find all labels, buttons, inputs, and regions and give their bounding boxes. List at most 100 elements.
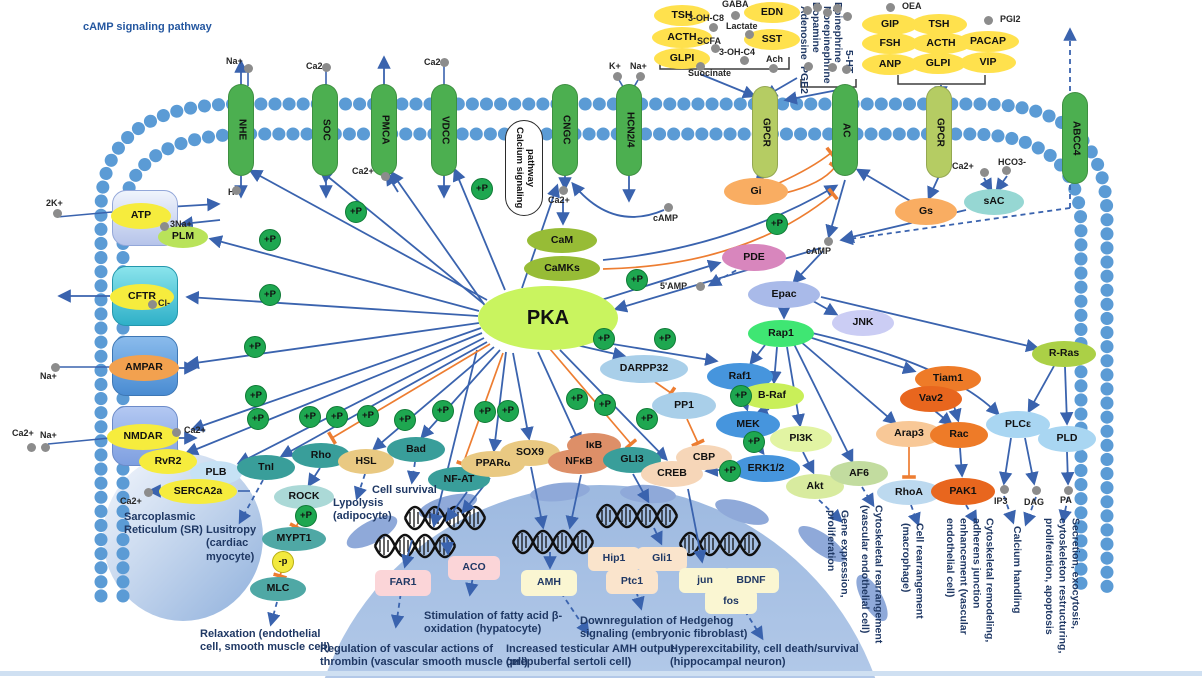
label-ion-ca-cyto: Ca2+ <box>184 425 206 435</box>
node-pp1[interactable]: PP1 <box>652 392 716 419</box>
label-lusitropy: Lusitropy (cardiac myocyte) <box>206 524 257 563</box>
node-vip[interactable]: VIP <box>960 52 1016 73</box>
node-jun[interactable]: jun <box>679 568 731 593</box>
node-cam[interactable]: CaM <box>527 228 597 253</box>
node-bdnf[interactable]: BDNF <box>723 568 779 593</box>
node-akt[interactable]: Akt <box>786 474 844 499</box>
node-rac[interactable]: Rac <box>930 422 988 448</box>
node-tni[interactable]: TnI <box>237 455 295 480</box>
node-soc[interactable]: SOC <box>312 84 338 176</box>
node-cftr[interactable]: CFTR <box>110 284 174 310</box>
node-fsh[interactable]: FSH <box>862 33 918 54</box>
label-scfa: SCFA <box>697 36 722 46</box>
badge-pp-3: +P <box>259 229 281 251</box>
node-gli1[interactable]: Gli1 <box>637 547 687 571</box>
label-ion-3na: 3Na+ <box>170 219 192 229</box>
node-camks[interactable]: CaMKs <box>524 256 600 281</box>
label-epinephrine: Epinephrine <box>832 2 845 63</box>
node-sst[interactable]: SST <box>744 29 800 50</box>
node-vdcc[interactable]: VDCC <box>431 84 457 176</box>
node-hcn[interactable]: HCN2/4 <box>616 84 642 176</box>
ligand-dot <box>843 12 852 21</box>
node-tsh-a[interactable]: TSH <box>654 5 710 26</box>
ligand-dot <box>824 237 833 246</box>
label-adenosine: Adenosine <box>798 6 811 60</box>
label-dag: DAG <box>1024 497 1044 507</box>
badge-pp-14: +P <box>497 400 519 422</box>
label-ion-cl: Cl- <box>158 298 170 308</box>
node-nfkb[interactable]: NFκB <box>548 449 610 474</box>
node-fos[interactable]: fos <box>705 589 757 614</box>
node-acth-b[interactable]: ACTH <box>911 33 971 54</box>
node-sac[interactable]: sAC <box>964 189 1024 215</box>
node-acth-a[interactable]: ACTH <box>652 27 712 48</box>
node-gi[interactable]: Gi <box>724 178 788 205</box>
node-af6[interactable]: AF6 <box>830 461 888 486</box>
ligand-dot <box>980 168 989 177</box>
ligand-dot <box>636 72 645 81</box>
node-gip[interactable]: GIP <box>862 14 918 35</box>
ligand-dot <box>711 44 720 53</box>
node-serca2a[interactable]: SERCA2a <box>159 479 237 504</box>
label-dopamine: Dopamine <box>810 2 823 53</box>
badge-pm-1: -p <box>272 551 294 573</box>
node-plm[interactable]: PLM <box>158 226 208 248</box>
label-stimulation: Stimulation of fatty acid β- oxidation (… <box>424 610 563 636</box>
node-anp[interactable]: ANP <box>862 54 918 75</box>
node-far1[interactable]: FAR1 <box>375 570 431 596</box>
node-mypt1[interactable]: MYPT1 <box>262 527 326 551</box>
badge-pp-10: +P <box>357 405 379 427</box>
node-rap1[interactable]: Rap1 <box>748 320 814 347</box>
node-nhe[interactable]: NHE <box>228 84 254 176</box>
node-ptc1[interactable]: Ptc1 <box>606 570 658 594</box>
ligand-dot <box>1064 486 1073 495</box>
node-gs[interactable]: Gs <box>895 198 957 225</box>
label-sr-label: Sarcoplasmic Reticulum (SR) <box>124 511 203 537</box>
node-vav2[interactable]: Vav2 <box>900 386 962 412</box>
node-calcium-signaling: Calcium signaling pathway <box>505 120 543 216</box>
badge-pp-4: +P <box>259 284 281 306</box>
node-ampar[interactable]: AMPAR <box>109 355 179 381</box>
node-rvr2[interactable]: RvR2 <box>139 449 197 474</box>
ligand-dot <box>828 63 837 72</box>
node-hsl[interactable]: HSL <box>338 449 394 474</box>
node-amh[interactable]: AMH <box>521 570 577 596</box>
ligand-dot <box>172 428 181 437</box>
node-pak1[interactable]: PAK1 <box>931 478 995 505</box>
node-nmdar[interactable]: NMDAR <box>107 424 179 450</box>
node-pacap[interactable]: PACAP <box>957 31 1019 52</box>
node-erk12[interactable]: ERK1/2 <box>732 455 800 482</box>
badge-pp-22: +P <box>743 431 765 453</box>
node-mlc[interactable]: MLC <box>250 577 306 601</box>
node-gpcr-2[interactable]: GPCR <box>926 86 952 178</box>
node-epac[interactable]: Epac <box>748 281 820 308</box>
node-edn[interactable]: EDN <box>744 2 800 23</box>
node-hip1[interactable]: Hip1 <box>588 547 640 571</box>
label-ion-na-nhe: Na+ <box>226 56 243 66</box>
node-jnk[interactable]: JNK <box>832 310 894 336</box>
label-cell-rearrangement: Cell rearrangement (macrophage) <box>900 523 926 619</box>
node-gpcr-1[interactable]: GPCR <box>752 86 778 178</box>
node-pde[interactable]: PDE <box>722 244 786 271</box>
node-creb[interactable]: CREB <box>641 461 703 487</box>
ligand-dot <box>984 16 993 25</box>
label-gaba: GABA <box>722 0 749 9</box>
node-pmca[interactable]: PMCA <box>371 84 397 176</box>
badge-pp-6: +P <box>245 385 267 407</box>
node-rras[interactable]: R-Ras <box>1032 341 1096 367</box>
node-pi3k[interactable]: PI3K <box>770 426 832 452</box>
label-pa: PA <box>1060 495 1072 505</box>
node-glpi-b[interactable]: GLPI <box>910 53 966 74</box>
ligand-dot <box>740 56 749 65</box>
node-aco[interactable]: ACO <box>448 556 500 580</box>
node-darpp32[interactable]: DARPP32 <box>600 355 688 383</box>
node-cngc[interactable]: CNGC <box>552 84 578 176</box>
node-bad[interactable]: Bad <box>387 437 445 462</box>
node-ac[interactable]: AC <box>832 84 858 176</box>
badge-pp-15: +P <box>593 328 615 350</box>
ligand-dot <box>1000 485 1009 494</box>
node-abcc4[interactable]: ABCC4 <box>1062 92 1088 184</box>
node-tsh-b[interactable]: TSH <box>911 14 967 35</box>
node-pld[interactable]: PLD <box>1038 426 1096 452</box>
node-rhoa[interactable]: RhoA <box>877 480 941 505</box>
